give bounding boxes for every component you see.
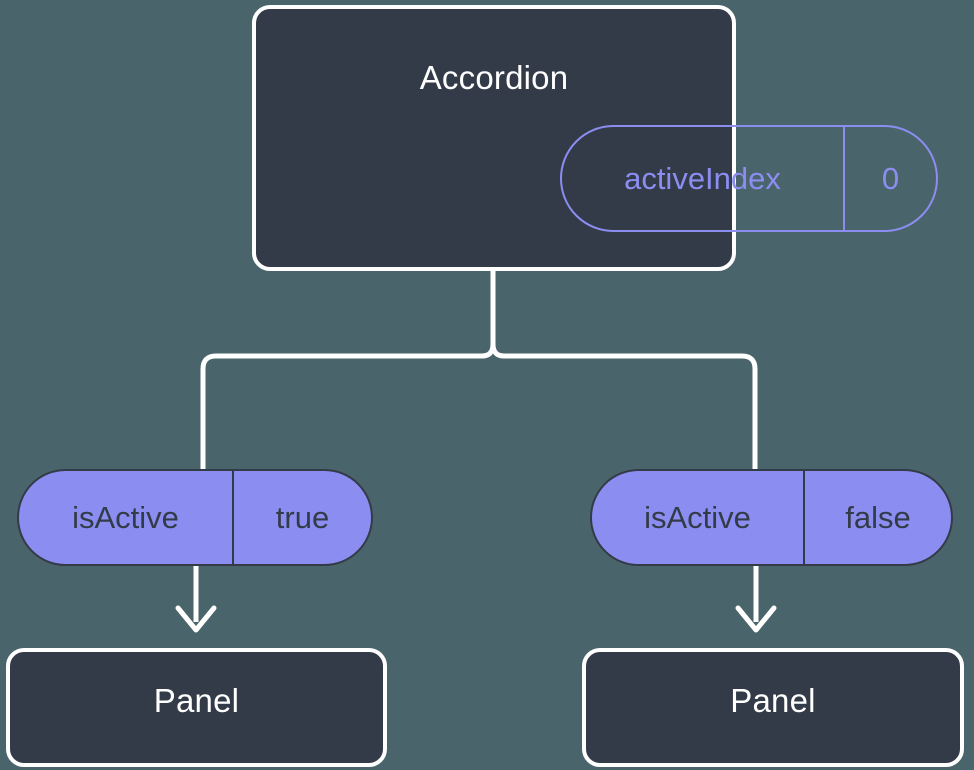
prop-pill-left[interactable]: isActive true xyxy=(17,469,373,566)
state-pill-active-index[interactable]: activeIndex 0 xyxy=(560,125,938,232)
state-pill-key: activeIndex xyxy=(562,127,845,230)
edge-trunk-split-right xyxy=(490,341,758,472)
prop-pill-right-value: false xyxy=(845,499,911,535)
node-panel-left[interactable]: Panel xyxy=(6,648,387,767)
node-accordion[interactable]: Accordion activeIndex 0 xyxy=(252,5,938,271)
prop-pill-right-key: isActive xyxy=(592,471,805,564)
arrow-head-left-icon xyxy=(175,605,217,633)
prop-pill-right[interactable]: isActive false xyxy=(590,469,953,566)
accordion-title: Accordion xyxy=(419,59,569,96)
panel-right-title: Panel xyxy=(730,682,816,719)
edge-trunk-split xyxy=(200,267,496,472)
prop-pill-left-value: true xyxy=(275,499,330,535)
node-panel-right[interactable]: Panel xyxy=(582,648,964,767)
panel-left-title: Panel xyxy=(153,682,240,719)
arrow-head-right-icon xyxy=(735,605,777,633)
prop-pill-left-key: isActive xyxy=(19,471,234,564)
state-pill-value: 0 xyxy=(881,160,900,196)
